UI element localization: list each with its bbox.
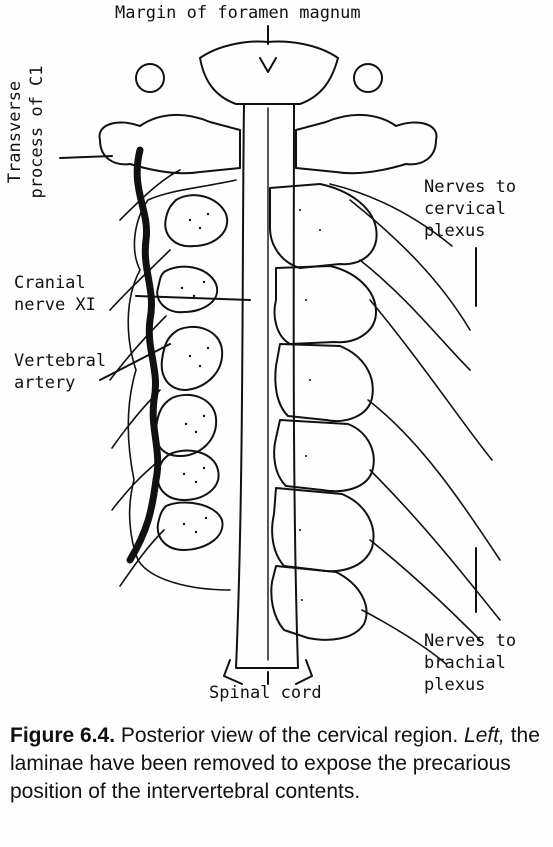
label-text: cervical	[424, 199, 506, 219]
label-vertebral-artery: Vertebral artery	[14, 350, 106, 394]
right-vertebrae	[269, 183, 378, 641]
label-text: process of C1	[27, 65, 47, 199]
label-spinal-cord: Spinal cord	[209, 682, 322, 704]
label-text: brachial	[424, 653, 506, 673]
label-text: Cranial	[14, 273, 86, 293]
caption-text-continued: the laminae have been removed to expose …	[10, 724, 540, 803]
left-vertebrae	[154, 194, 229, 551]
cervical-spine-drawing	[59, 25, 501, 685]
figure-number: Figure 6.4.	[10, 724, 116, 747]
label-text: Transverse	[5, 80, 25, 184]
anatomical-illustration: Margin of foramen magnum Transverse proc…	[4, 2, 516, 704]
atlas-right	[295, 113, 438, 175]
spinal-cord	[235, 103, 299, 669]
label-text: plexus	[424, 675, 486, 695]
occipital-margin	[199, 40, 339, 105]
vertebral-artery	[126, 146, 162, 564]
label-text: Spinal cord	[209, 683, 322, 703]
label-nerves-brachial-plexus: Nerves to brachial plexus	[424, 630, 516, 696]
caption-text: Posterior view of the cervical region.	[115, 724, 465, 747]
label-text: plexus	[424, 221, 486, 241]
label-text: Vertebral	[14, 351, 107, 371]
label-margin-foramen-magnum: Margin of foramen magnum	[115, 2, 361, 24]
label-text: Nerves to	[424, 631, 517, 651]
label-transverse-process: Transverse process of C1	[4, 42, 48, 222]
bone-stipple	[180, 209, 321, 601]
label-text: artery	[14, 373, 76, 393]
figure-caption: Figure 6.4. Posterior view of the cervic…	[10, 722, 546, 806]
label-nerves-cervical-plexus: Nerves to cervical plexus	[424, 176, 516, 242]
foramen-notch	[259, 57, 277, 73]
label-text: Nerves to	[424, 177, 517, 197]
label-text: Margin of foramen magnum	[115, 3, 361, 23]
label-cranial-nerve-xi: Cranial nerve XI	[14, 272, 96, 316]
label-text: nerve XI	[14, 295, 96, 315]
right-nerves	[329, 183, 501, 665]
atlas-left	[98, 113, 241, 175]
caption-left-word: Left,	[464, 724, 505, 747]
